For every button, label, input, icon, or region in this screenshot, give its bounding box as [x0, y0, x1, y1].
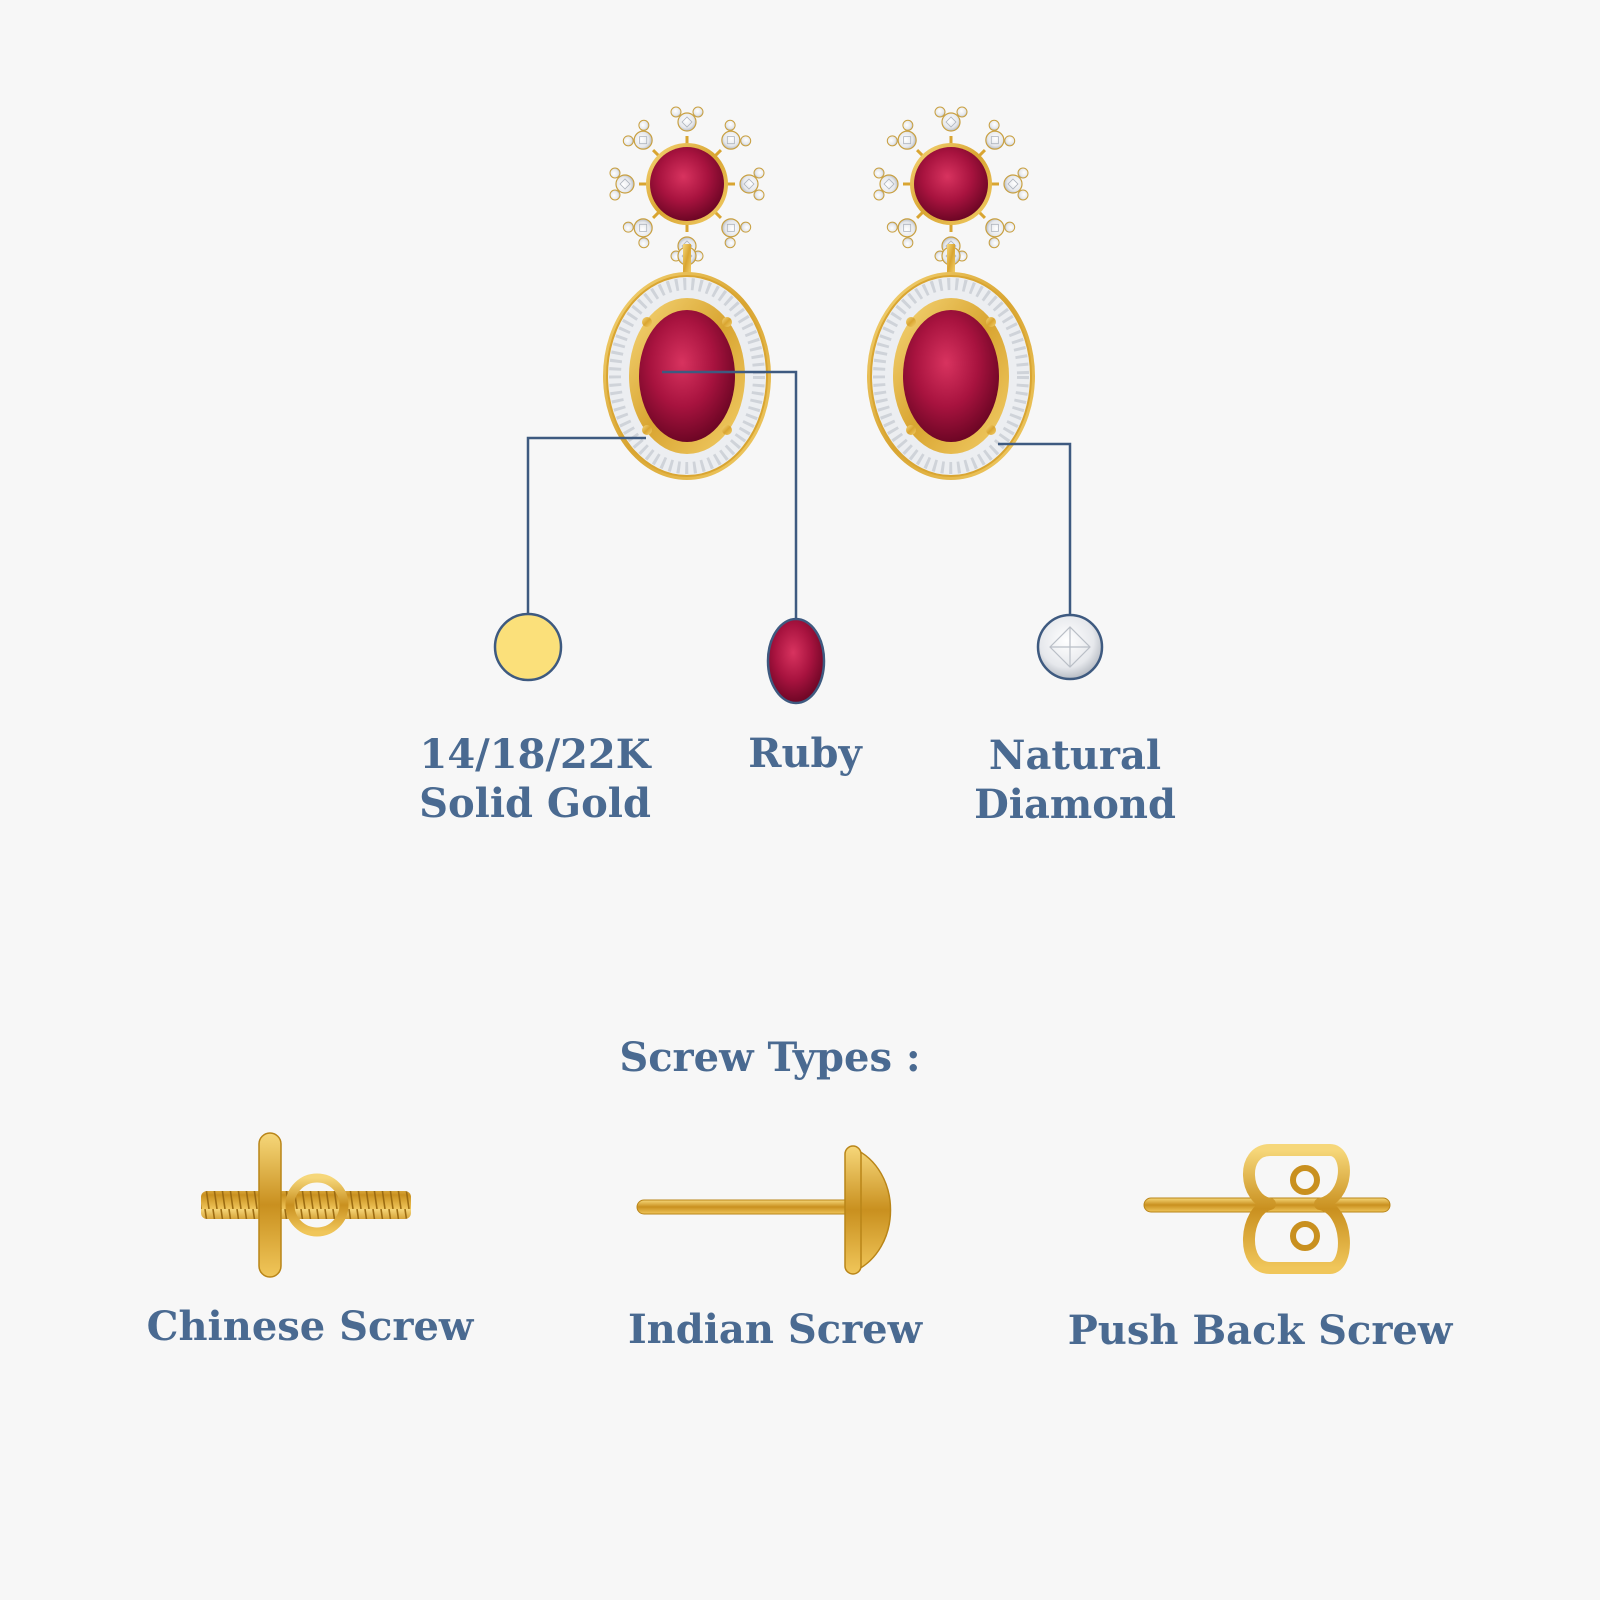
gold-swatch: [493, 612, 563, 682]
screw-label-chinese: Chinese Screw: [146, 1303, 474, 1350]
ruby-swatch: [766, 617, 826, 705]
gold-label-line1: 14/18/22K: [419, 731, 651, 778]
screw-types-heading: Screw Types :: [619, 1034, 921, 1081]
right-earring: [867, 107, 1035, 480]
diamond-label-line1: Natural: [988, 732, 1162, 779]
diamond-label-line2: Diamond: [974, 781, 1176, 828]
gold-label-line2: Solid Gold: [419, 780, 651, 827]
left-earring: [603, 107, 771, 480]
material-label-diamond: Natural Diamond: [945, 731, 1205, 829]
indian-screw-icon: [636, 1145, 892, 1275]
screw-label-indian: Indian Screw: [627, 1306, 923, 1353]
diamond-callout-line: [998, 442, 1072, 614]
callout-lines: [526, 370, 1072, 622]
diamond-swatch: [1036, 613, 1104, 681]
chinese-screw-icon: [201, 1132, 411, 1278]
push-back-screw-icon: [1143, 1144, 1391, 1274]
screw-label-push-back: Push Back Screw: [1067, 1307, 1453, 1354]
gold-callout-line: [526, 436, 646, 614]
material-label-gold: 14/18/22K Solid Gold: [395, 730, 675, 828]
ruby-callout-line: [662, 370, 798, 622]
ruby-label: Ruby: [748, 730, 862, 777]
material-label-ruby: Ruby: [700, 729, 910, 778]
